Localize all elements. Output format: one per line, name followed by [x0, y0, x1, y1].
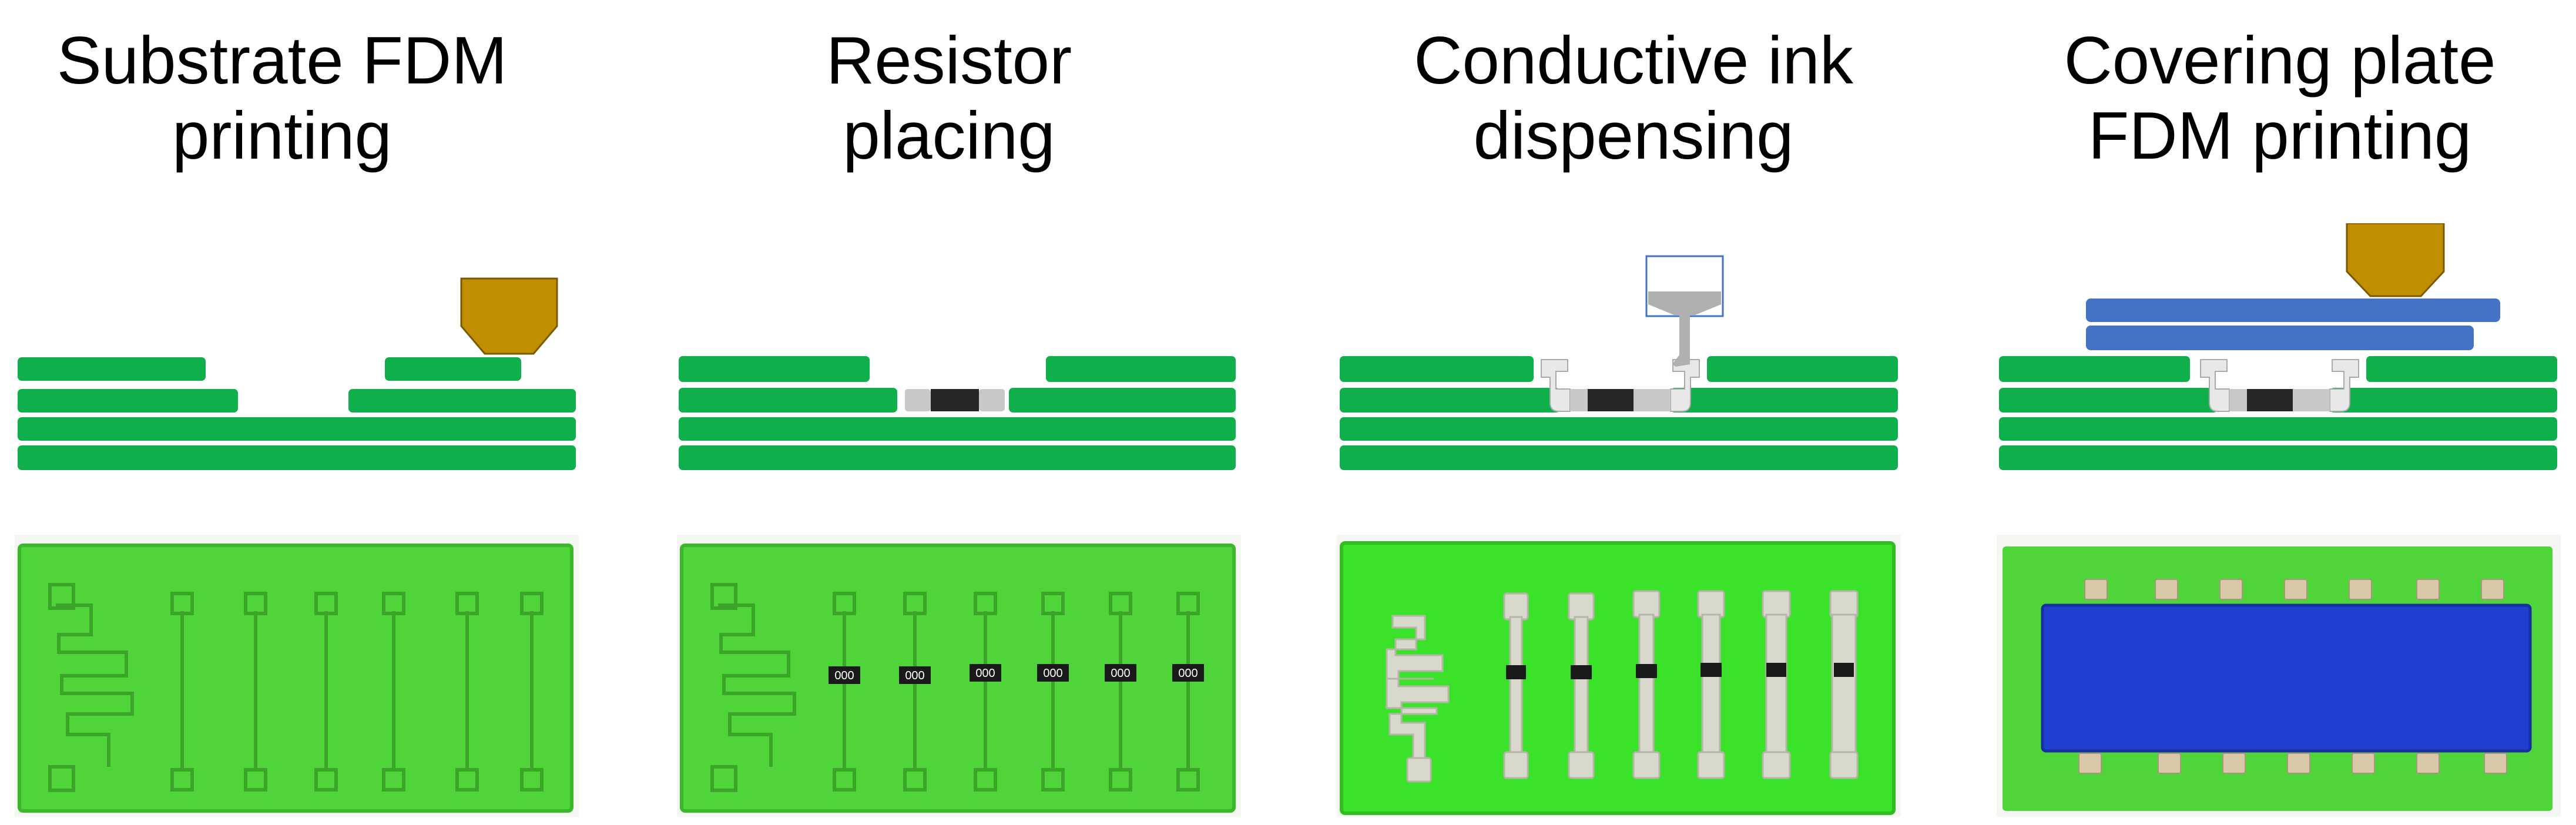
substrate-layer-2-left	[679, 388, 897, 412]
photo-resistors-placed: 000 000 000 000 000 000	[677, 535, 1241, 817]
smd-resistor	[899, 666, 931, 684]
substrate-board	[1341, 543, 1894, 813]
dispenser-tip	[1672, 355, 1690, 367]
substrate-layer-1-left	[1999, 356, 2190, 382]
smd-resistor	[1766, 663, 1786, 677]
resistor-body	[2247, 389, 2293, 411]
substrate-layer-bottom	[1999, 445, 2557, 470]
fdm-nozzle	[460, 277, 558, 355]
resistor-terminal-right	[2293, 389, 2330, 411]
silver-pads	[2078, 579, 2507, 774]
substrate-layer-1-left	[679, 356, 870, 382]
sensor-channels	[48, 583, 544, 792]
resistor-marking: 000	[1043, 667, 1062, 680]
photo-printed-substrate	[15, 535, 579, 817]
substrate-layer-2-right	[1009, 388, 1236, 412]
smd-resistors: 000 000 000 000 000 000	[829, 664, 1204, 684]
resistor-marking: 000	[1111, 667, 1130, 680]
step-2-title-line1: Resistor	[826, 24, 1072, 98]
smd-resistor	[1172, 664, 1204, 682]
substrate-layer-1-right	[385, 357, 521, 381]
resistor-body	[1588, 389, 1634, 411]
step-3-title: Conductive ink dispensing	[1340, 24, 1927, 174]
scheme-resistor-placing	[679, 356, 1236, 470]
substrate-layer-2-right	[348, 389, 576, 412]
step-1-title-line1: Substrate FDM	[56, 24, 508, 98]
substrate-layer-2-left	[1999, 388, 2218, 412]
step-3-title-line1: Conductive ink	[1414, 24, 1853, 98]
smd-resistor	[1834, 663, 1854, 677]
substrate-board	[682, 545, 1234, 811]
substrate-layer-1-left	[1340, 356, 1534, 382]
step-1-title-line2: printing	[172, 99, 392, 173]
substrate-layer-bottom	[18, 445, 576, 470]
resistor-marking: 000	[905, 669, 924, 682]
photo-ink-traces	[1337, 535, 1901, 817]
photo-covering-plate	[1997, 535, 2561, 817]
resistor-marking: 000	[975, 667, 995, 680]
smd-resistor	[1037, 664, 1069, 682]
resistor-terminal-left	[1570, 389, 1588, 411]
silver-ink-traces	[1386, 590, 1859, 783]
smd-resistor	[970, 664, 1001, 682]
scheme-covering-plate	[1999, 223, 2557, 470]
resistor-marking: 000	[1178, 667, 1198, 680]
substrate-layer-2-left	[18, 389, 238, 412]
fdm-nozzle	[2346, 223, 2445, 297]
substrate-layer-3	[1999, 417, 2557, 441]
substrate-layer-1-right	[1046, 356, 1236, 382]
step-4-title-line2: FDM printing	[2088, 99, 2472, 173]
substrate-layer-2-right	[1671, 388, 1898, 412]
smd-resistor	[829, 666, 860, 684]
smd-resistor	[1571, 665, 1592, 679]
ink-trace-left	[1541, 359, 1571, 412]
step-2-title: Resistor placing	[655, 24, 1243, 174]
substrate-layer-bottom	[679, 445, 1236, 470]
substrate-board	[19, 545, 572, 811]
resistor-terminal-left	[2229, 389, 2247, 411]
resistor-terminal-right	[979, 389, 1005, 411]
substrate-layer-2-left	[1340, 388, 1560, 412]
step-4-title: Covering plate FDM printing	[1986, 24, 2574, 174]
cover-plate-layer-2	[2086, 326, 2474, 350]
resistor-marking: 000	[834, 669, 854, 682]
smd-resistor	[1636, 664, 1657, 678]
step-1-title: Substrate FDM printing	[0, 24, 576, 174]
substrate-layer-1-left	[18, 357, 206, 381]
substrate-layer-2-right	[2330, 388, 2557, 412]
embedded-resistors	[1506, 663, 1854, 679]
ink-trace-right	[2329, 359, 2359, 412]
dispenser-needle	[1679, 315, 1690, 357]
resistor-terminal-left	[905, 389, 931, 411]
substrate-layer-bottom	[1340, 445, 1898, 470]
resistor-body	[931, 389, 979, 411]
smd-resistor	[1506, 665, 1526, 679]
sensor-channels	[710, 583, 1200, 792]
substrate-layer-3	[679, 417, 1236, 441]
step-2-title-line2: placing	[843, 99, 1055, 173]
step-4-title-line1: Covering plate	[2064, 24, 2496, 98]
scheme-substrate-printing	[18, 277, 576, 470]
cover-plate-layer-1	[2086, 299, 2500, 322]
smd-resistor	[1700, 663, 1722, 677]
substrate-layer-1-right	[2366, 356, 2557, 382]
substrate-layer-1-right	[1707, 356, 1898, 382]
ink-trace-left	[2200, 359, 2230, 412]
substrate-layer-3	[1340, 417, 1898, 441]
smd-resistor	[1105, 664, 1136, 682]
blue-cover-plate	[2042, 605, 2530, 751]
dispenser-ink	[1648, 291, 1721, 315]
scheme-ink-dispensing	[1340, 255, 1898, 470]
ink-trace-right	[1670, 359, 1700, 412]
step-3-title-line2: dispensing	[1473, 99, 1794, 173]
resistor-terminal-right	[1634, 389, 1671, 411]
substrate-layer-3	[18, 417, 576, 441]
